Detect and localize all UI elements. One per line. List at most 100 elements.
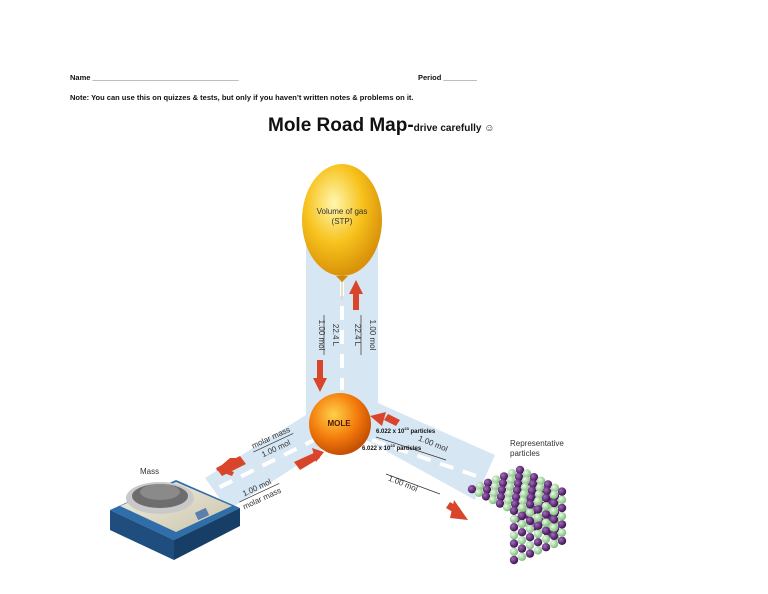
arrow-to-mass [216, 456, 246, 476]
particle-atom [517, 528, 527, 537]
particle-atom [509, 555, 519, 565]
arrow-to-mole-from-particles [370, 412, 400, 426]
arrow-to-particles [446, 500, 468, 520]
particle-atom [512, 486, 522, 495]
road-particles [330, 395, 495, 500]
particle-atom [518, 496, 528, 505]
arrow-from-mass [294, 448, 324, 470]
particle-atom [529, 473, 539, 482]
particle-atom [541, 518, 551, 527]
particle-atom [533, 538, 543, 547]
particle-atom [507, 469, 517, 478]
particle-atom [517, 544, 527, 553]
road-network [205, 240, 495, 510]
particle-atom [543, 480, 553, 489]
particle-atom [517, 503, 527, 512]
arrow-down-to-mole [313, 360, 327, 392]
mole-center: MOLE [309, 393, 371, 455]
particle-atom [557, 495, 567, 504]
particle-atom [541, 510, 551, 519]
particle-atom [549, 539, 559, 549]
particle-atom [482, 485, 492, 494]
gas-conversion-labels: 1.00 mol 22.4 L 22.4 L 1.00 mol [317, 315, 377, 355]
mass-road-centerline [213, 436, 319, 492]
particle-atom [481, 492, 491, 501]
particle-atom [557, 487, 567, 496]
conversion-arrows [216, 280, 468, 520]
particle-atom [541, 526, 551, 535]
particle-atom [490, 482, 500, 491]
particle-atom [497, 485, 507, 495]
gas-right-bottom-label: 1.00 mol [368, 320, 377, 351]
particles-label-line1: Representative [510, 439, 564, 448]
particle-atom [549, 490, 559, 499]
particle-atom [525, 533, 535, 542]
particle-atom [525, 508, 535, 517]
particle-atom [557, 512, 567, 521]
particles-lower-mol-label: 1.00 mol [387, 474, 419, 494]
particle-atom [517, 511, 527, 520]
particle-atom [541, 543, 551, 552]
particle-atom [525, 516, 535, 525]
particle-atom [505, 482, 515, 491]
particle-atom [549, 531, 559, 540]
gas-left-top-label: 1.00 mol [317, 320, 326, 351]
particle-atom [549, 523, 559, 532]
particle-atom [525, 524, 535, 534]
period-field-label: Period ________ [418, 73, 477, 82]
page-title: Mole Road Map-drive carefully ☺ [268, 115, 494, 137]
mole-label: MOLE [327, 419, 351, 428]
particle-atom [509, 547, 519, 556]
particle-atom [502, 503, 512, 512]
particles-upper-label: 6.022 x 1023 particles [376, 426, 436, 435]
particle-atom [509, 514, 519, 524]
particle-atom [525, 500, 535, 509]
particle-atom [541, 534, 551, 544]
particle-atom [517, 552, 527, 561]
particles-lower-label: 6.022 x 1023 particles [362, 443, 422, 452]
particle-atom [533, 513, 543, 522]
particle-atom [509, 531, 519, 540]
particle-atom [521, 476, 531, 485]
particle-atom [474, 488, 484, 497]
particle-atom [519, 489, 529, 499]
particle-atom [506, 475, 516, 485]
particle-atom [503, 496, 513, 505]
particle-atom [489, 489, 499, 498]
particle-atom [549, 507, 559, 516]
particle-atom [525, 541, 535, 550]
balloon-label-line1: Volume of gas [317, 207, 368, 216]
gas-right-top-label: 22.4 L [353, 324, 362, 347]
mass-label: Mass [140, 467, 159, 476]
particle-atom [557, 536, 567, 545]
particle-atom [491, 475, 501, 484]
particle-atom [541, 493, 551, 503]
particle-atom [550, 483, 560, 493]
balloon-label-line2: (STP) [332, 217, 353, 226]
particle-atom [514, 472, 524, 481]
usage-note: Note: You can use this on quizzes & test… [70, 93, 414, 102]
title-sub: drive carefully ☺ [413, 123, 495, 134]
particle-atom [533, 497, 543, 506]
particle-atom [498, 479, 508, 488]
particle-atom [513, 479, 523, 488]
particle-atom [526, 493, 536, 502]
particle-atom [525, 549, 535, 558]
particle-atom [535, 483, 545, 492]
particle-atom [509, 523, 519, 532]
particle-atom [527, 486, 537, 495]
particle-atom [511, 493, 521, 502]
particle-atom [488, 495, 498, 505]
gas-left-bottom-label: 22.4 L [331, 324, 340, 347]
particle-atom [517, 519, 527, 529]
particle-atom [509, 506, 519, 515]
particle-atom [528, 479, 538, 489]
particles-label-line2: particles [510, 449, 540, 458]
particle-atom [496, 492, 506, 501]
particle-atom [509, 539, 519, 548]
particle-atom [533, 505, 543, 514]
particle-atom [517, 536, 527, 545]
particle-atom [549, 498, 559, 508]
name-field-label: Name ___________________________________ [70, 73, 239, 82]
particle-atom [533, 521, 543, 530]
